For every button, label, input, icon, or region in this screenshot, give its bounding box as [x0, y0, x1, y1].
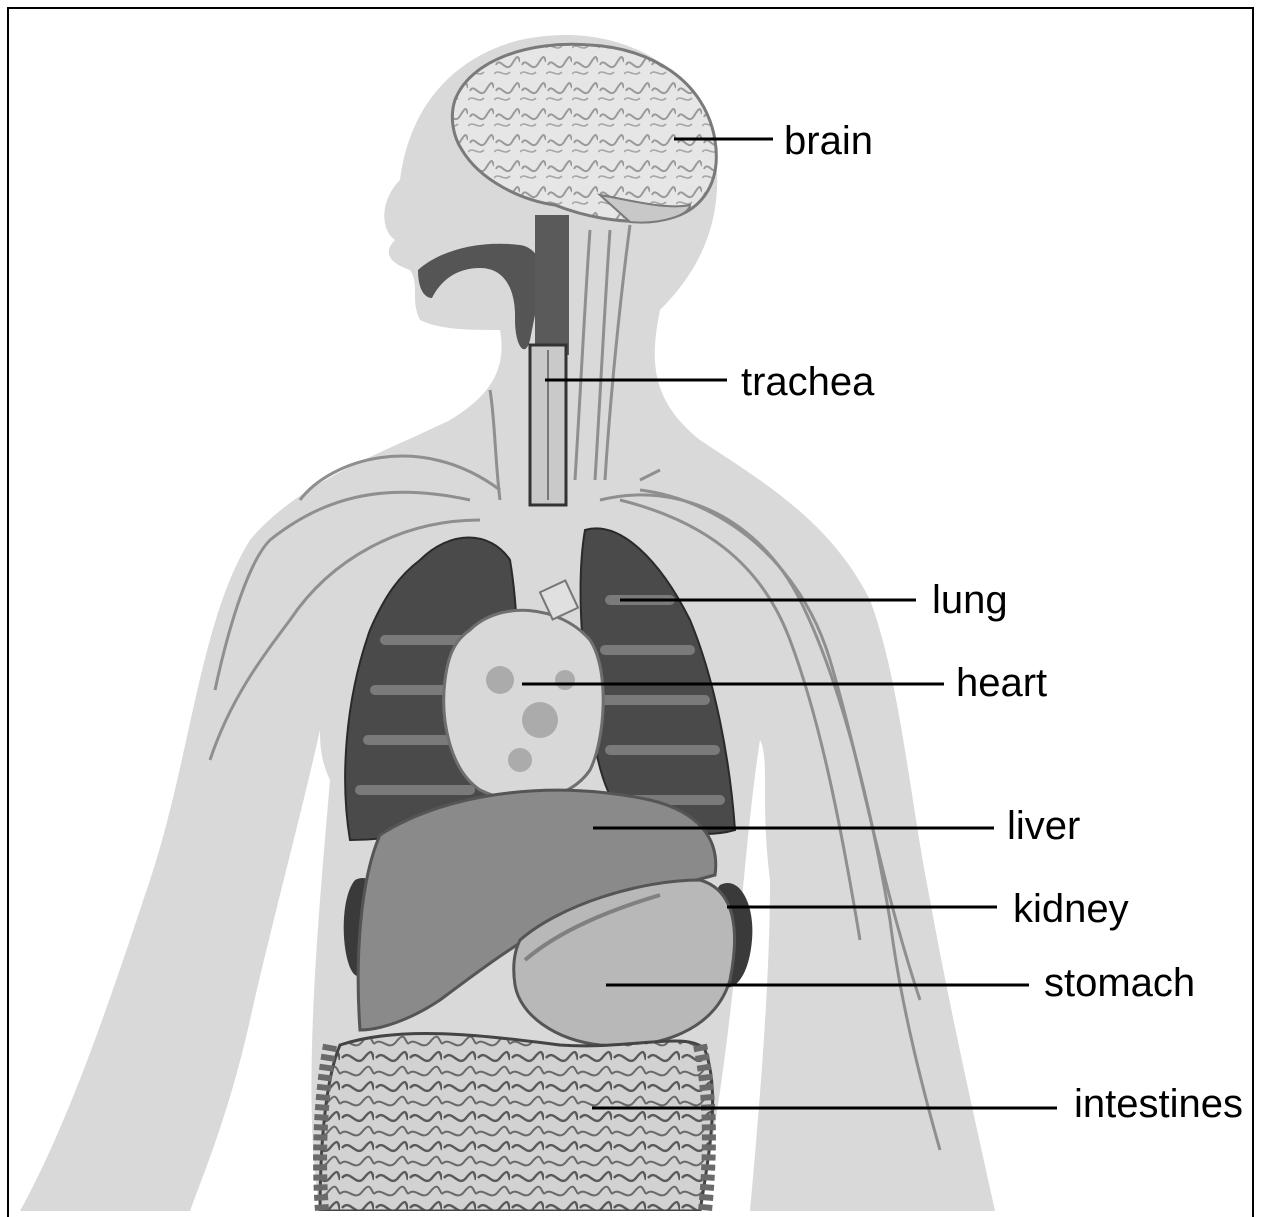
label-trachea: trachea — [741, 362, 874, 402]
label-lung: lung — [932, 580, 1008, 620]
label-brain: brain — [784, 121, 873, 161]
label-kidney: kidney — [1013, 889, 1129, 929]
intestines-shape — [320, 1033, 713, 1211]
heart-shape — [444, 610, 603, 800]
label-liver: liver — [1007, 806, 1080, 846]
label-stomach: stomach — [1044, 963, 1195, 1003]
trachea-shape — [530, 345, 566, 505]
label-intestines: intestines — [1074, 1084, 1243, 1124]
label-heart: heart — [956, 663, 1047, 703]
